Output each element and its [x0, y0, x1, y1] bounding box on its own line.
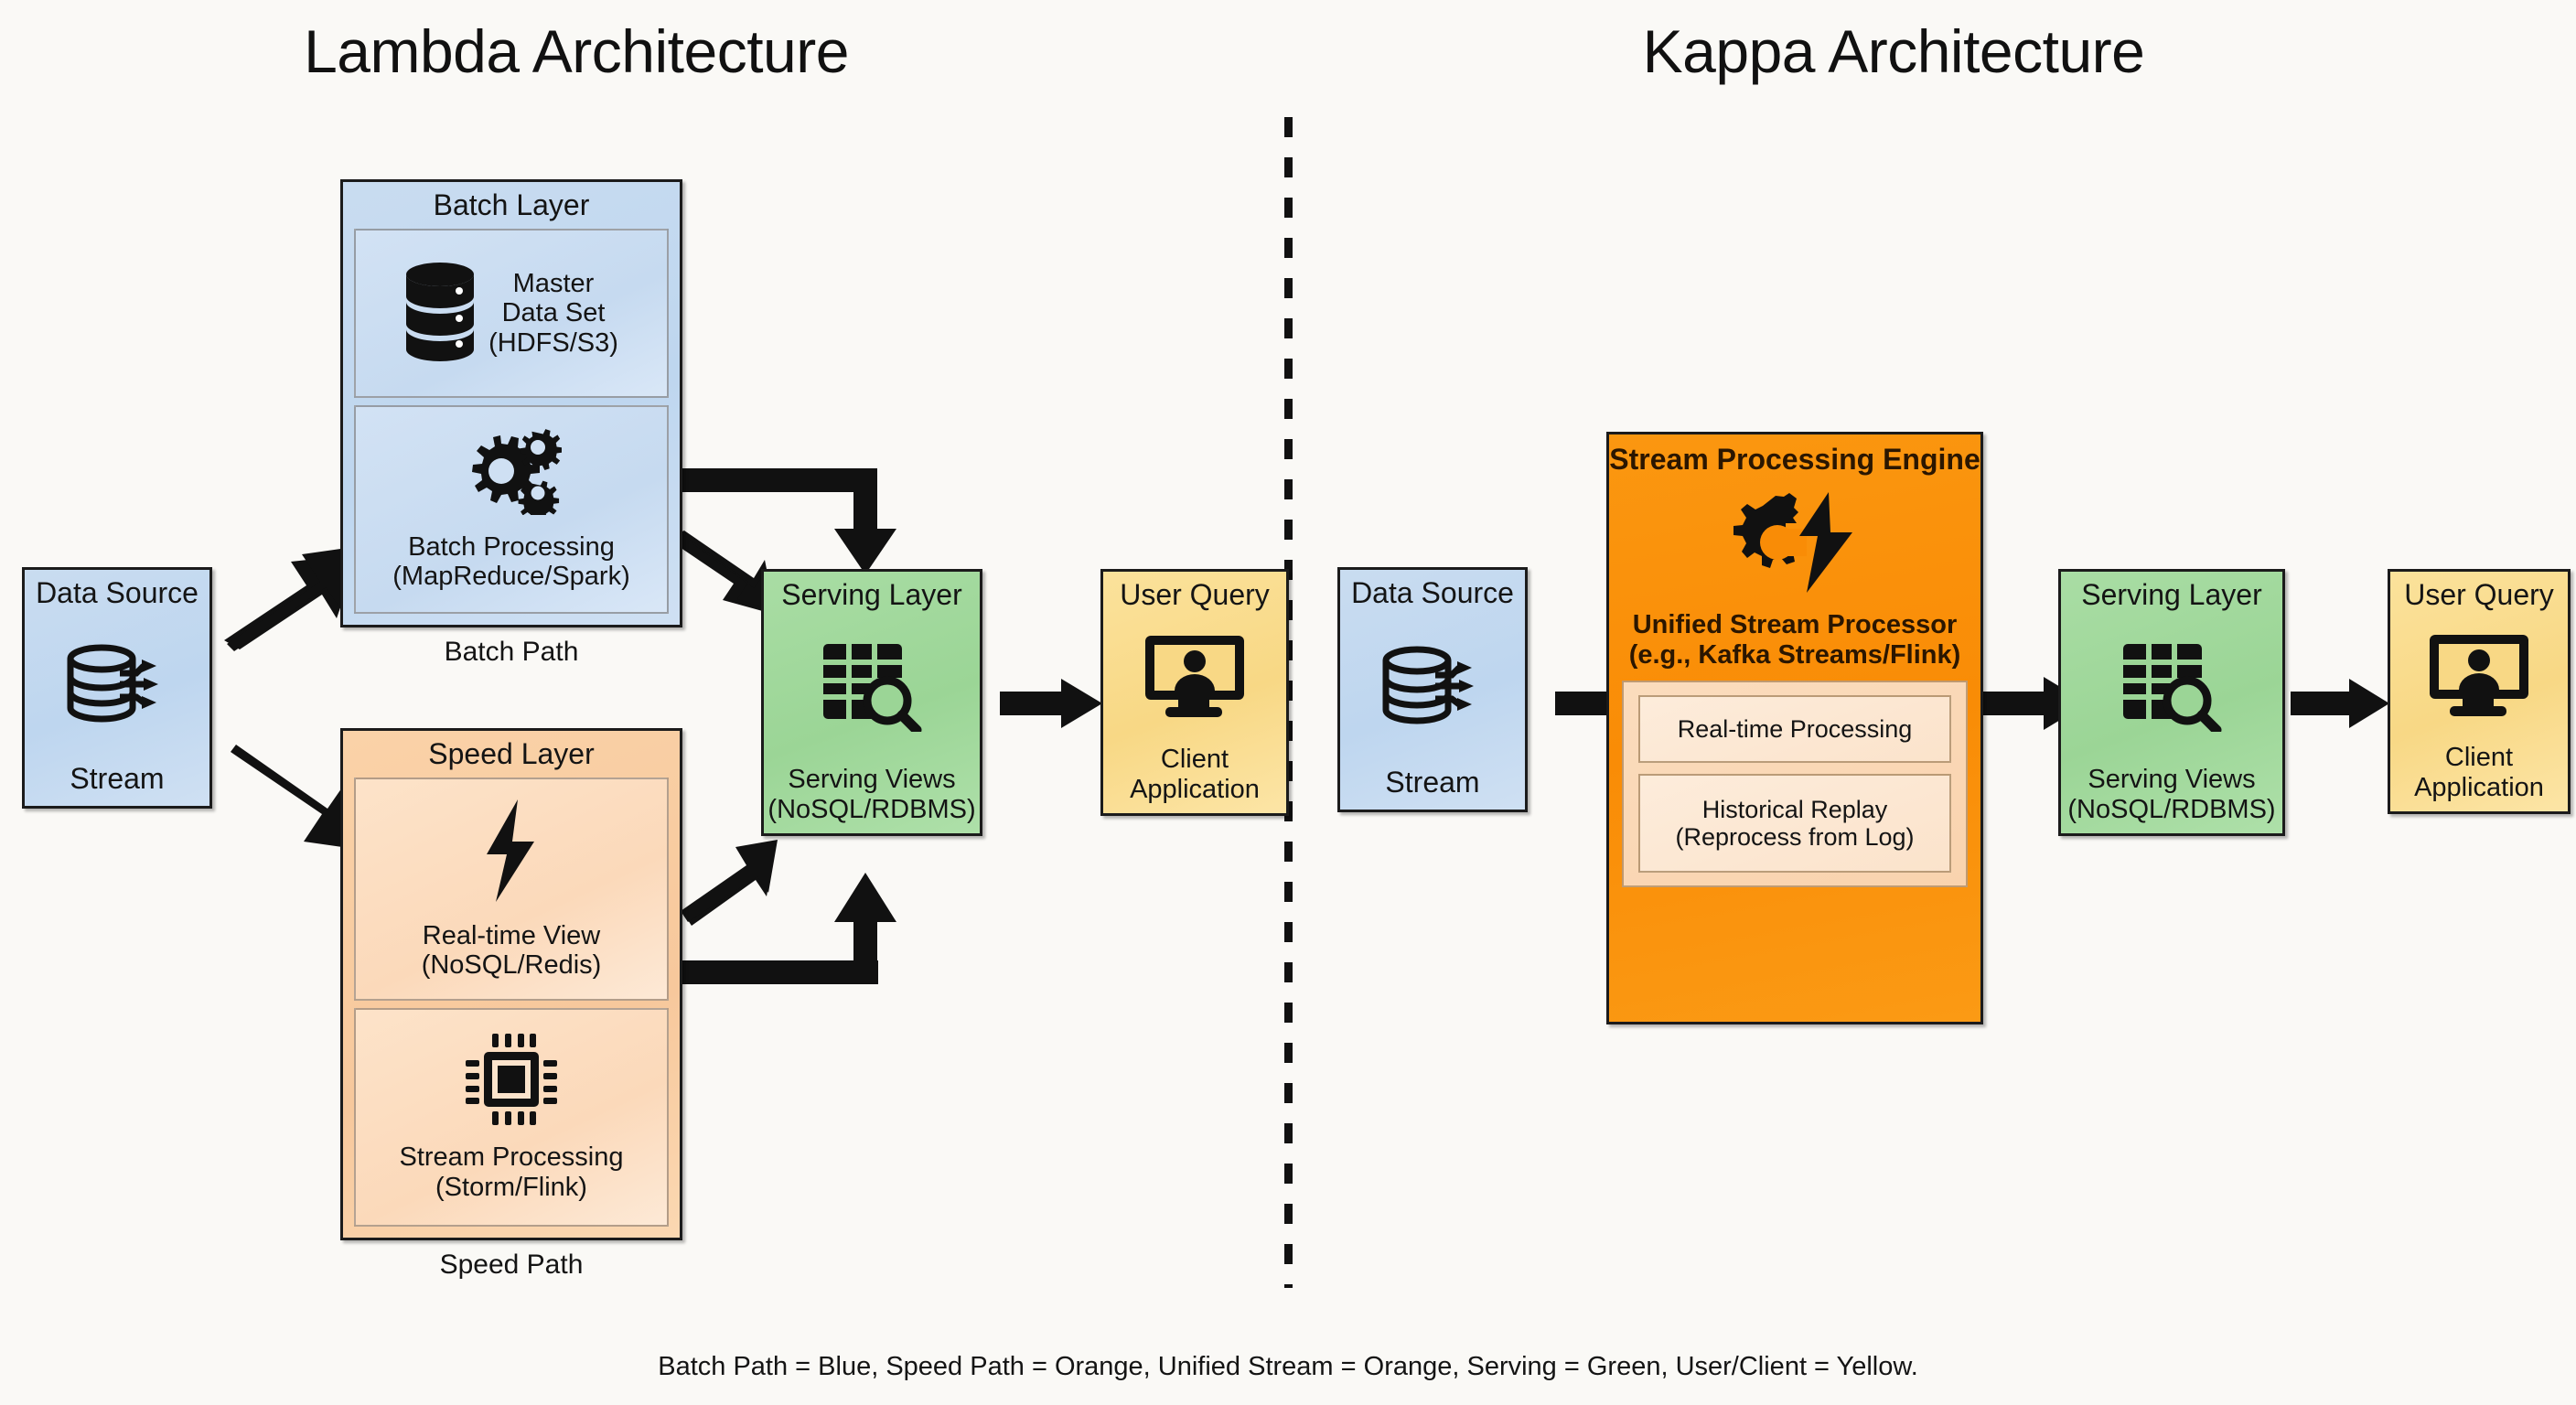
kappa-client-label: Client: [2444, 743, 2514, 773]
arrow-speed-to-serving-diagonal: [681, 840, 778, 926]
kappa-serving-layer-box[interactable]: Serving Layer Serving Views (NoSQL/RDBM: [2058, 569, 2285, 836]
batch-processing-sublabel: (MapReduce/Spark): [392, 562, 630, 592]
lambda-serving-layer-title: Serving Layer: [781, 578, 962, 611]
kappa-serving-layer-title: Serving Layer: [2081, 578, 2262, 611]
arrow-batch-to-serving-elbow: [682, 468, 896, 574]
realtime-processing-panel[interactable]: Real-time Processing: [1638, 695, 1951, 764]
lambda-speed-layer-box[interactable]: Speed Layer Real-time View (NoSQL/Redis): [340, 728, 682, 1240]
batch-path-label: Batch Path: [444, 637, 579, 667]
realtime-view-panel[interactable]: Real-time View (NoSQL/Redis): [354, 778, 669, 1001]
legend-caption: Batch Path = Blue, Speed Path = Orange, …: [658, 1352, 1918, 1381]
monitor-user-icon: [2428, 633, 2530, 722]
lambda-client-sublabel: Application: [1130, 774, 1260, 804]
lambda-data-source-caption: Stream: [70, 761, 165, 795]
database-stack-icon: [404, 260, 476, 367]
master-data-set-sublabel: (HDFS/S3): [488, 327, 618, 358]
stream-processing-panel[interactable]: Stream Processing (Storm/Flink): [354, 1007, 669, 1227]
kappa-architecture-title: Kappa Architecture: [1642, 17, 2145, 85]
lambda-client-label: Client: [1160, 745, 1229, 775]
lambda-data-source-box[interactable]: Data Source: [22, 567, 212, 809]
lambda-data-source-title: Data Source: [36, 576, 199, 609]
database-stream-icon: [63, 642, 171, 731]
unified-stream-processor-label: Unified Stream Processor: [1632, 610, 1958, 640]
historical-replay-sublabel: (Reprocess from Log): [1675, 823, 1915, 852]
gears-icon: [461, 427, 563, 521]
realtime-view-sublabel: (NoSQL/Redis): [421, 950, 602, 981]
unified-stream-processor-sublabel: (e.g., Kafka Streams/Flink): [1628, 639, 1961, 670]
lambda-serving-views-sublabel: (NoSQL/RDBMS): [767, 794, 976, 824]
kappa-data-source-box[interactable]: Data Source: [1337, 567, 1528, 812]
arrow-serving-to-user-kappa: [2291, 679, 2389, 728]
lambda-architecture-title: Lambda Architecture: [304, 17, 849, 85]
kappa-client-sublabel: Application: [2414, 772, 2544, 802]
engine-subpanel-group: Real-time Processing Historical Replay (…: [1622, 681, 1968, 888]
batch-processing-label: Batch Processing: [408, 531, 615, 562]
master-data-set-panel[interactable]: Master Data Set (HDFS/S3): [354, 229, 669, 398]
arrow-speed-to-serving-elbow: [682, 873, 896, 984]
database-stream-icon: [1379, 644, 1487, 733]
speed-path-label: Speed Path: [439, 1249, 584, 1280]
gear-bolt-icon: [1730, 492, 1860, 597]
stream-processing-engine-title: Stream Processing Engine: [1609, 443, 1980, 476]
stream-processing-engine-box[interactable]: Stream Processing Engine Unified Stream …: [1606, 432, 1983, 1024]
lambda-serving-layer-box[interactable]: Serving Layer Serving Views (NoSQL/RDBM: [761, 569, 982, 836]
lambda-user-query-title: User Query: [1120, 578, 1270, 611]
monitor-user-icon: [1143, 634, 1246, 723]
kappa-data-source-title: Data Source: [1351, 576, 1514, 609]
kappa-data-source-caption: Stream: [1385, 765, 1480, 799]
table-search-icon: [2121, 640, 2222, 736]
kappa-serving-views-sublabel: (NoSQL/RDBMS): [2067, 794, 2276, 824]
stream-processing-sublabel: (Storm/Flink): [435, 1172, 587, 1202]
kappa-user-query-title: User Query: [2404, 578, 2554, 611]
kappa-user-query-box[interactable]: User Query Client Application: [2388, 569, 2571, 814]
kappa-serving-views-label: Serving Views: [2088, 765, 2256, 795]
batch-layer-title: Batch Layer: [433, 188, 590, 221]
realtime-processing-label: Real-time Processing: [1677, 715, 1913, 743]
stream-processing-label: Stream Processing: [399, 1142, 624, 1173]
master-data-set-label-2: Data Set: [501, 298, 606, 328]
arrow-serving-to-user-lambda: [1000, 679, 1102, 728]
arrow-batch-to-serving-diagonal: [666, 531, 776, 615]
lambda-batch-layer-box[interactable]: Batch Layer: [340, 179, 682, 627]
lambda-serving-views-label: Serving Views: [788, 765, 956, 795]
lambda-user-query-box[interactable]: User Query Client Application: [1100, 569, 1289, 816]
lightning-bolt-icon: [479, 798, 543, 908]
batch-processing-panel[interactable]: Batch Processing (MapReduce/Spark): [354, 404, 669, 614]
cpu-chip-icon: [464, 1032, 559, 1132]
realtime-view-label: Real-time View: [422, 920, 601, 950]
master-data-set-label-1: Master: [512, 268, 595, 298]
historical-replay-panel[interactable]: Historical Replay (Reprocess from Log): [1638, 774, 1951, 874]
speed-layer-title: Speed Layer: [428, 737, 595, 770]
historical-replay-label: Historical Replay: [1701, 795, 1888, 823]
table-search-icon: [821, 640, 922, 736]
